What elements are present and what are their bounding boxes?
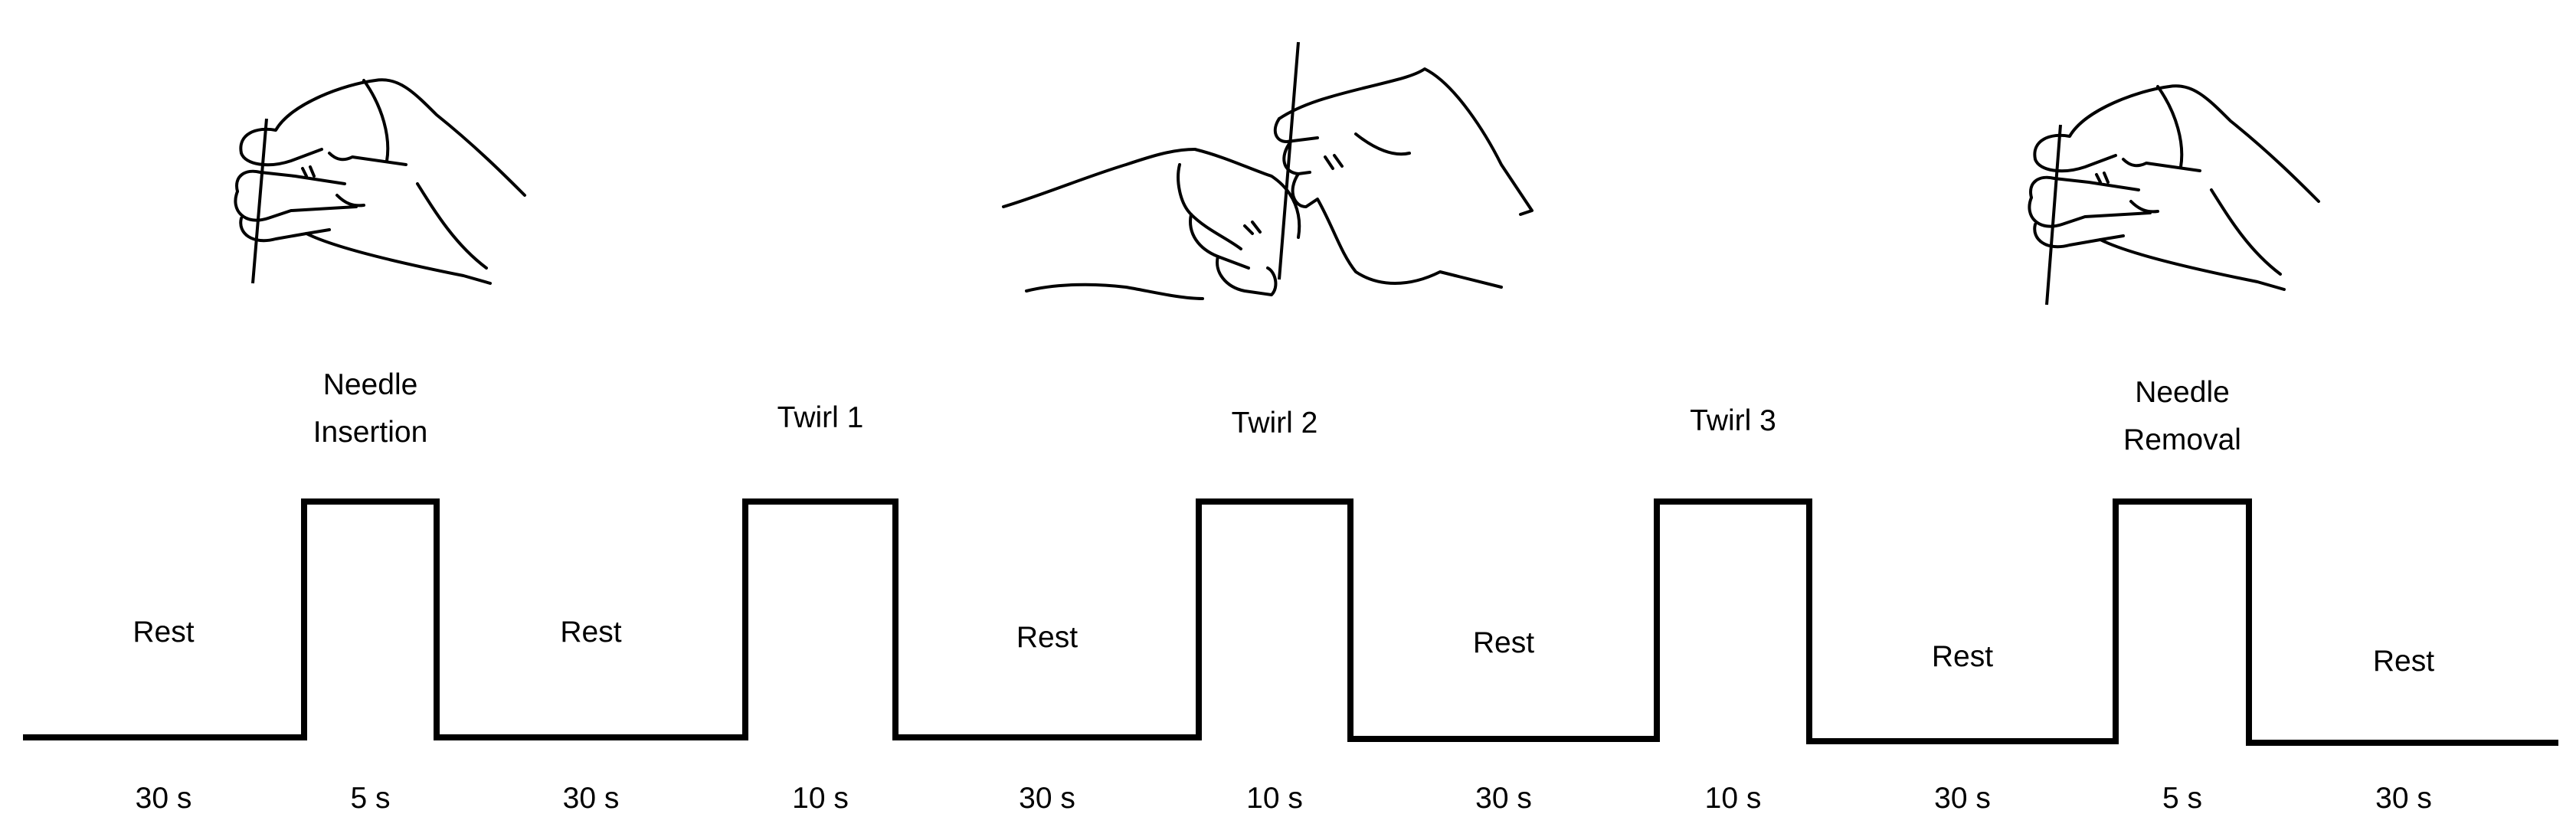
segment-label: Rest xyxy=(133,616,194,649)
duration-label: 10 s xyxy=(792,782,849,815)
duration-label: 5 s xyxy=(2162,782,2202,815)
duration-label: 30 s xyxy=(563,782,620,815)
segment-label: Rest xyxy=(2373,645,2434,678)
segment-label: Removal xyxy=(2123,423,2241,456)
segment-label: Twirl 1 xyxy=(777,401,864,434)
segment-label: Rest xyxy=(560,616,621,649)
segment-label: Insertion xyxy=(313,416,428,449)
segment-label: Needle xyxy=(323,368,418,401)
segment-label: Needle xyxy=(2135,376,2230,409)
duration-label: 10 s xyxy=(1246,782,1303,815)
hands-twirling-needle-icon xyxy=(1002,41,1533,300)
segment-label: Twirl 3 xyxy=(1690,404,1776,437)
duration-label: 30 s xyxy=(1934,782,1991,815)
timing-square-wave xyxy=(23,498,2558,746)
segment-label: Rest xyxy=(1473,626,1534,659)
duration-label: 30 s xyxy=(1475,782,1532,815)
segment-label: Twirl 2 xyxy=(1232,407,1318,440)
hand-holding-needle-removal-icon xyxy=(2028,84,2320,306)
duration-label: 30 s xyxy=(2375,782,2432,815)
duration-labels: 30 s 5 s 30 s 10 s 30 s 10 s 30 s 10 s 30 s 5 s 30… xyxy=(136,782,2432,815)
segment-label: Rest xyxy=(1016,621,1078,654)
hand-holding-needle-insertion-icon xyxy=(234,78,526,285)
duration-label: 30 s xyxy=(1019,782,1075,815)
segment-label: Rest xyxy=(1932,640,1993,673)
duration-label: 5 s xyxy=(350,782,390,815)
duration-label: 30 s xyxy=(136,782,192,815)
duration-label: 10 s xyxy=(1705,782,1762,815)
